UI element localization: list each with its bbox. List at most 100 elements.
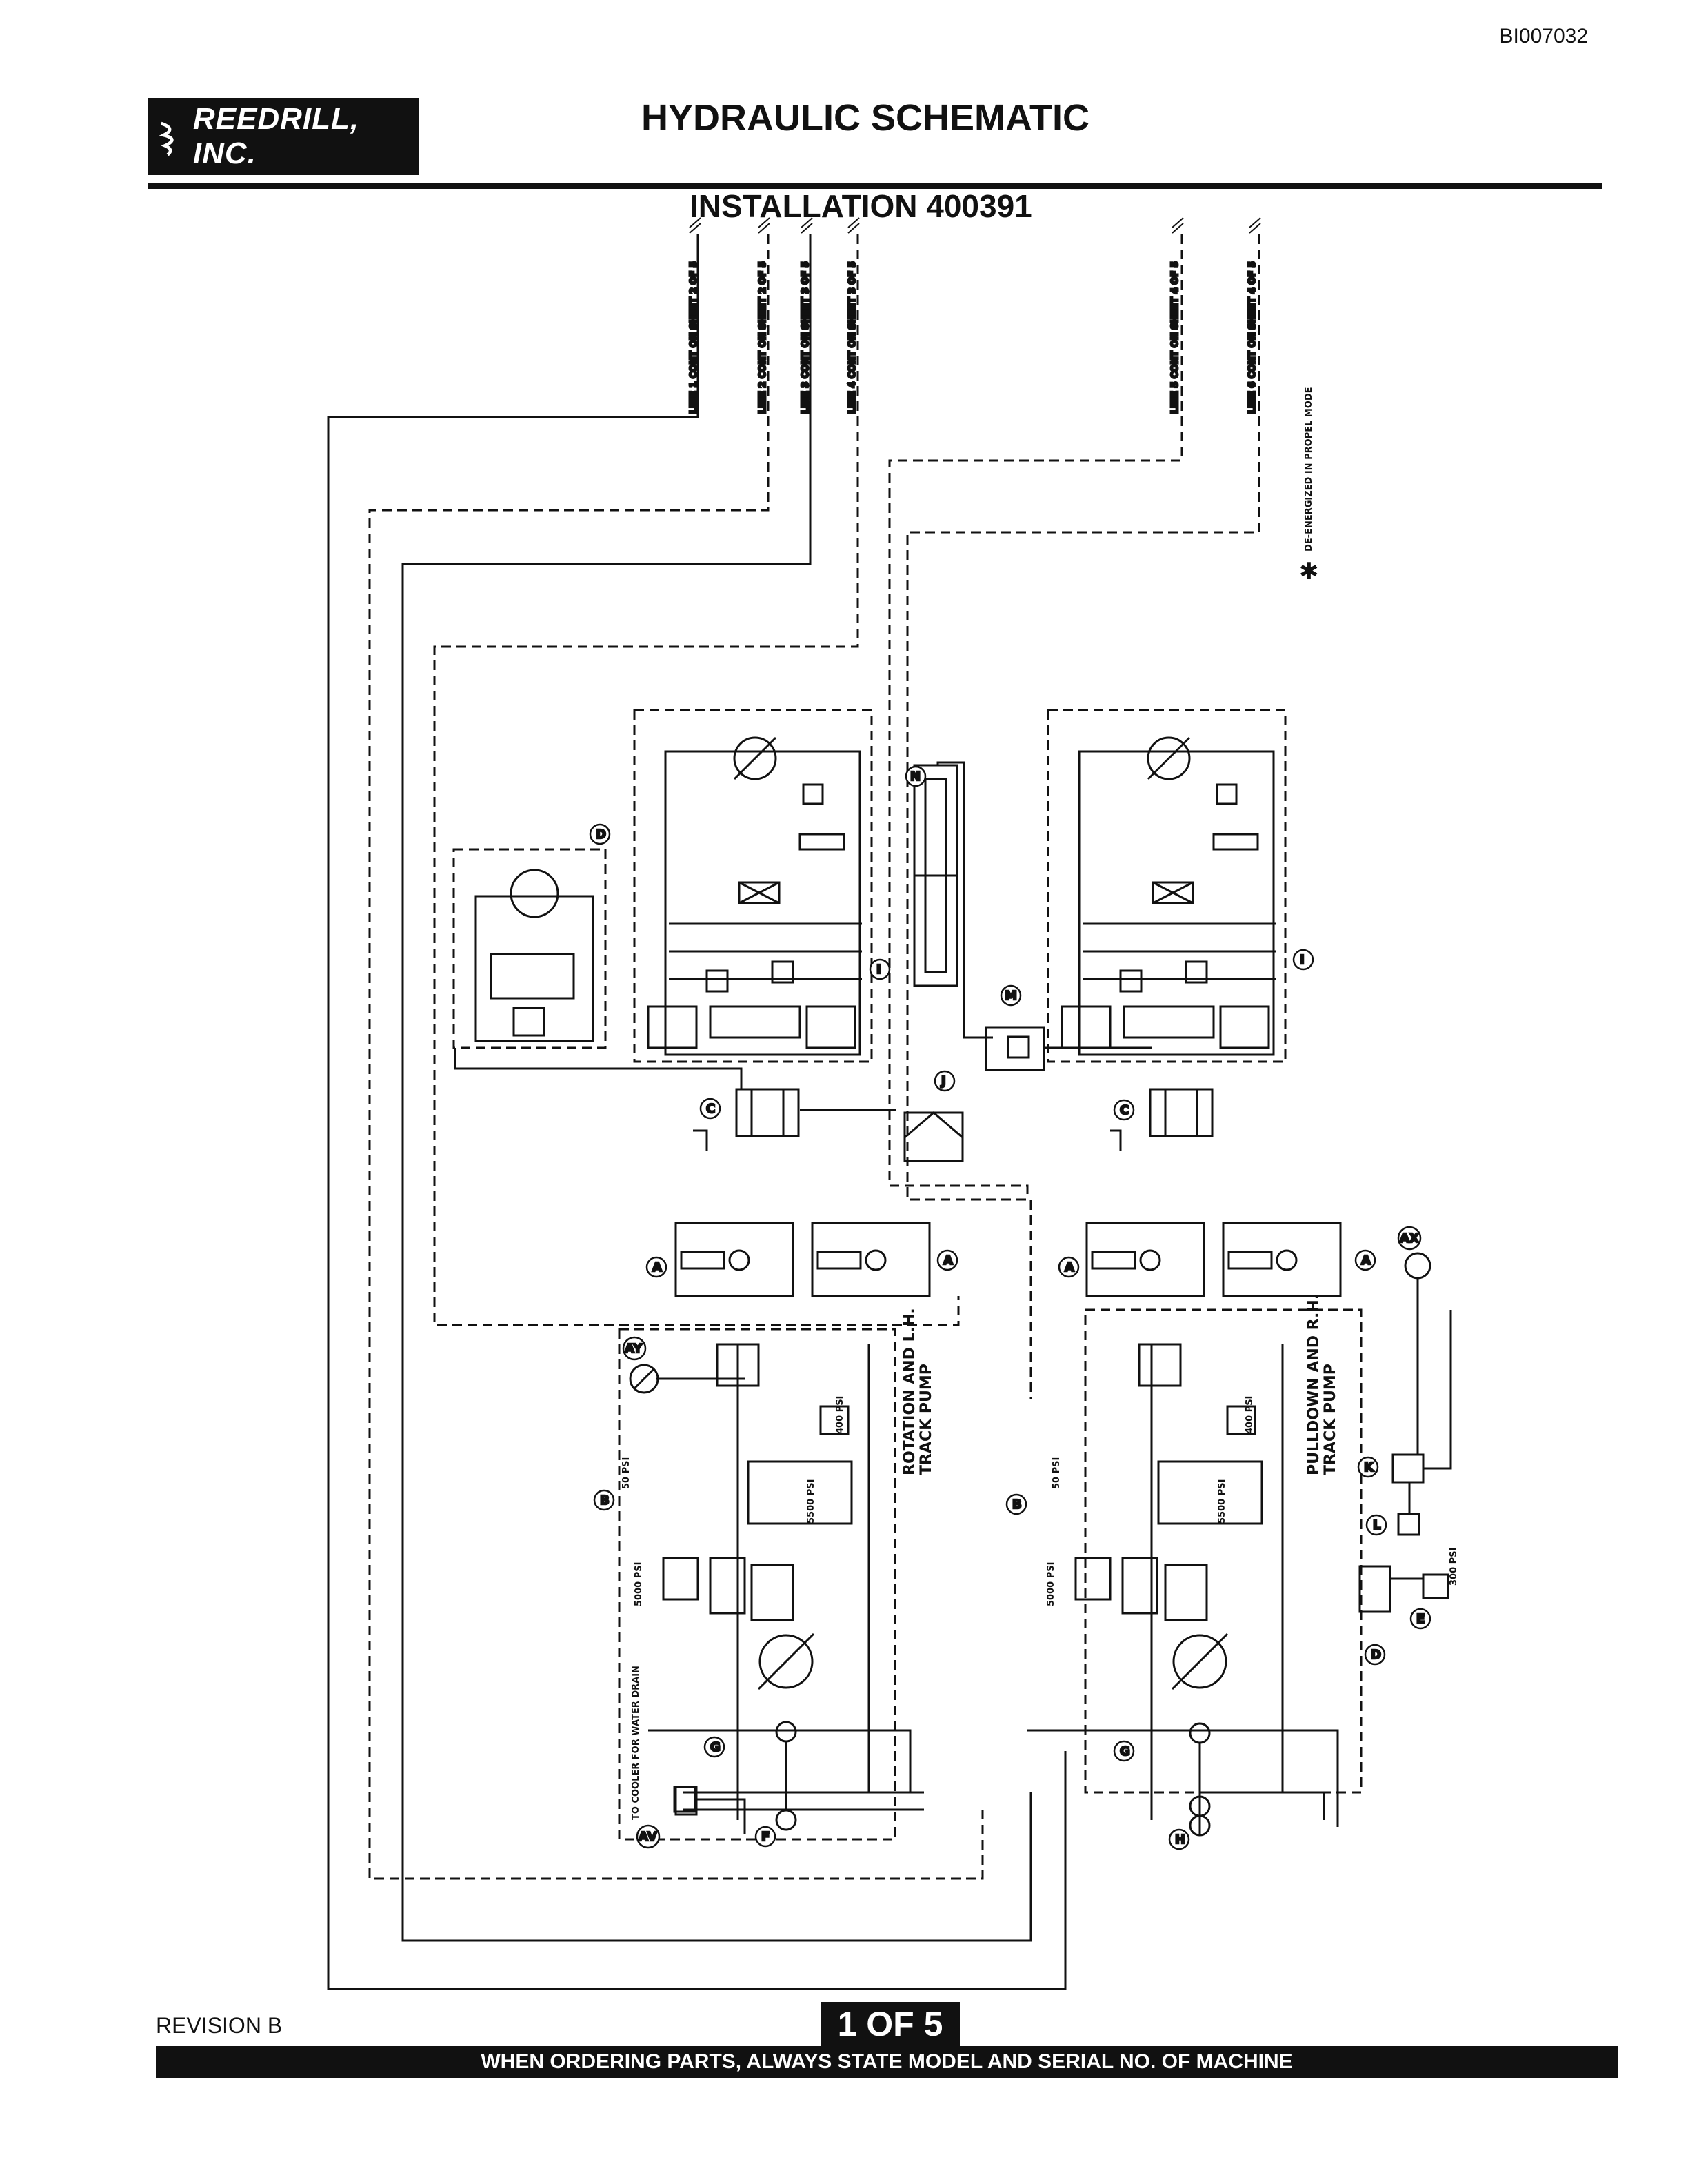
svg-text:I: I: [1300, 953, 1305, 967]
svg-text:M: M: [1005, 989, 1017, 1003]
left-pump-assembly: [618, 1328, 924, 1841]
cooler-note: TO COOLER FOR WATER DRAIN: [631, 1666, 641, 1820]
line-5-label: LINE 5 CONT ON SHEET 4 OF 5: [1170, 261, 1180, 414]
svg-text:G: G: [1120, 1744, 1130, 1759]
callout-i-left: I: [869, 958, 891, 980]
left-cooler: [673, 1786, 746, 1834]
right-pilot-controls: [1358, 1252, 1452, 1613]
svg-text:G: G: [710, 1740, 721, 1755]
svg-text:A: A: [1065, 1260, 1074, 1275]
svg-text:F: F: [761, 1830, 770, 1844]
svg-text:I: I: [876, 962, 881, 977]
callout-av: AV: [636, 1824, 661, 1849]
right-5000psi: 5000 PSI: [1046, 1562, 1056, 1606]
svg-text:C: C: [1120, 1103, 1129, 1118]
right-pump-label-1: PULLDOWN AND R.H.: [1305, 1294, 1323, 1475]
right-a-blocks: [1085, 1222, 1342, 1297]
svg-text:E: E: [1416, 1612, 1425, 1626]
callout-a-2: A: [936, 1249, 958, 1271]
page-title: HYDRAULIC SCHEMATIC: [641, 97, 1089, 139]
left-pump-label-2: TRACK PUMP: [918, 1364, 935, 1475]
svg-text:B: B: [1012, 1497, 1022, 1512]
line-6-label: LINE 6 CONT ON SHEET 4 OF 5: [1247, 261, 1258, 414]
callout-m: M: [1000, 984, 1022, 1007]
star-symbol: ✱: [1299, 558, 1319, 585]
svg-text:AX: AX: [1400, 1231, 1419, 1246]
callout-l: L: [1365, 1514, 1387, 1536]
installation-number: INSTALLATION 400391: [690, 188, 1032, 224]
rotation-motor: [452, 848, 743, 1089]
line-2-path: [368, 234, 984, 1880]
callout-n: N: [905, 765, 927, 787]
left-a-blocks: [674, 1222, 931, 1297]
page-number: 1 OF 5: [821, 2002, 960, 2046]
pilot-valve-j: [903, 1111, 964, 1162]
left-400psi: 400 PSI: [835, 1396, 845, 1434]
left-motor-assembly: [633, 709, 873, 1063]
right-directional-valve: [1110, 1088, 1214, 1151]
feed-cylinder: [913, 761, 993, 1039]
pilot-valve-m: [985, 1026, 1152, 1071]
svg-text:B: B: [600, 1493, 610, 1508]
callout-ax: AX: [1397, 1226, 1422, 1251]
callout-ay: AY: [622, 1336, 647, 1361]
line-4-label: LINE 4 CONT ON SHEET 3 OF 5: [847, 261, 858, 414]
callout-k: K: [1357, 1456, 1379, 1478]
line-labels: LINE 1 CONT ON SHEET 2 OF 5 LINE 2 CONT …: [688, 261, 1259, 415]
annotations: DE-ENERGIZED IN PROPEL MODE ✱ ROTATION A…: [621, 387, 1459, 1820]
right-motor-assembly: [1047, 709, 1287, 1063]
company-name: REEDRILL, INC.: [192, 102, 360, 170]
svg-text:N: N: [910, 769, 921, 784]
callout-e: E: [1409, 1608, 1431, 1630]
svg-text:A: A: [943, 1253, 953, 1268]
svg-text:H: H: [1175, 1832, 1185, 1847]
drill-bit-icon: [159, 121, 174, 156]
line-3-label: LINE 3 CONT ON SHEET 3 OF 5: [801, 261, 811, 414]
left-directional-valve: [693, 1088, 896, 1151]
line-4-path: [433, 234, 960, 1326]
callout-a-1: A: [645, 1256, 667, 1278]
line-6-path: [906, 234, 1260, 1399]
svg-text:K: K: [1364, 1460, 1374, 1475]
callout-b-left: B: [593, 1489, 615, 1511]
callout-b-right: B: [1005, 1493, 1027, 1515]
callout-g-left: G: [703, 1736, 725, 1758]
callout-i-right: I: [1292, 949, 1314, 971]
svg-text:J: J: [940, 1074, 946, 1089]
svg-text:A: A: [652, 1260, 662, 1275]
callout-d-right: D: [1364, 1644, 1386, 1666]
line-5-path: [888, 234, 1183, 1200]
callout-d: D: [589, 823, 611, 845]
left-gauge: [629, 1364, 745, 1394]
callout-c-left: C: [699, 1098, 721, 1120]
svg-text:L: L: [1373, 1518, 1380, 1533]
svg-text:AV: AV: [639, 1830, 657, 1844]
callout-h: H: [1168, 1828, 1190, 1850]
right-pump-label-2: TRACK PUMP: [1322, 1364, 1339, 1475]
callout-g-right: G: [1113, 1740, 1135, 1762]
callout-a-3: A: [1058, 1256, 1080, 1278]
right-pump-assembly: [1027, 1308, 1363, 1837]
right-5500psi: 5500 PSI: [1217, 1479, 1227, 1524]
svg-text:D: D: [1371, 1648, 1381, 1662]
ordering-notice: WHEN ORDERING PARTS, ALWAYS STATE MODEL …: [156, 2046, 1618, 2078]
company-logo: REEDRILL, INC.: [148, 98, 419, 175]
right-50psi: 50 PSI: [1052, 1457, 1062, 1489]
component-callouts: D I I N M J C C A A A A AX AY B B G G K …: [589, 765, 1431, 1850]
svg-text:C: C: [706, 1102, 715, 1116]
right-400psi: 400 PSI: [1245, 1396, 1255, 1434]
line-2-label: LINE 2 CONT ON SHEET 2 OF 5: [758, 261, 768, 414]
svg-text:D: D: [596, 827, 606, 842]
line-1-path: [327, 234, 1067, 1990]
left-5500psi: 5500 PSI: [806, 1479, 816, 1524]
callout-j: J: [934, 1070, 956, 1092]
callout-c-right: C: [1113, 1099, 1135, 1121]
line-break-marks: [689, 217, 1261, 234]
document-id: BI007032: [1499, 25, 1588, 48]
callout-a-4: A: [1354, 1249, 1376, 1271]
star-note: DE-ENERGIZED IN PROPEL MODE: [1304, 387, 1314, 552]
revision-label: REVISION B: [156, 2013, 283, 2038]
left-5000psi: 5000 PSI: [634, 1562, 644, 1606]
header-rule: [148, 183, 1602, 189]
